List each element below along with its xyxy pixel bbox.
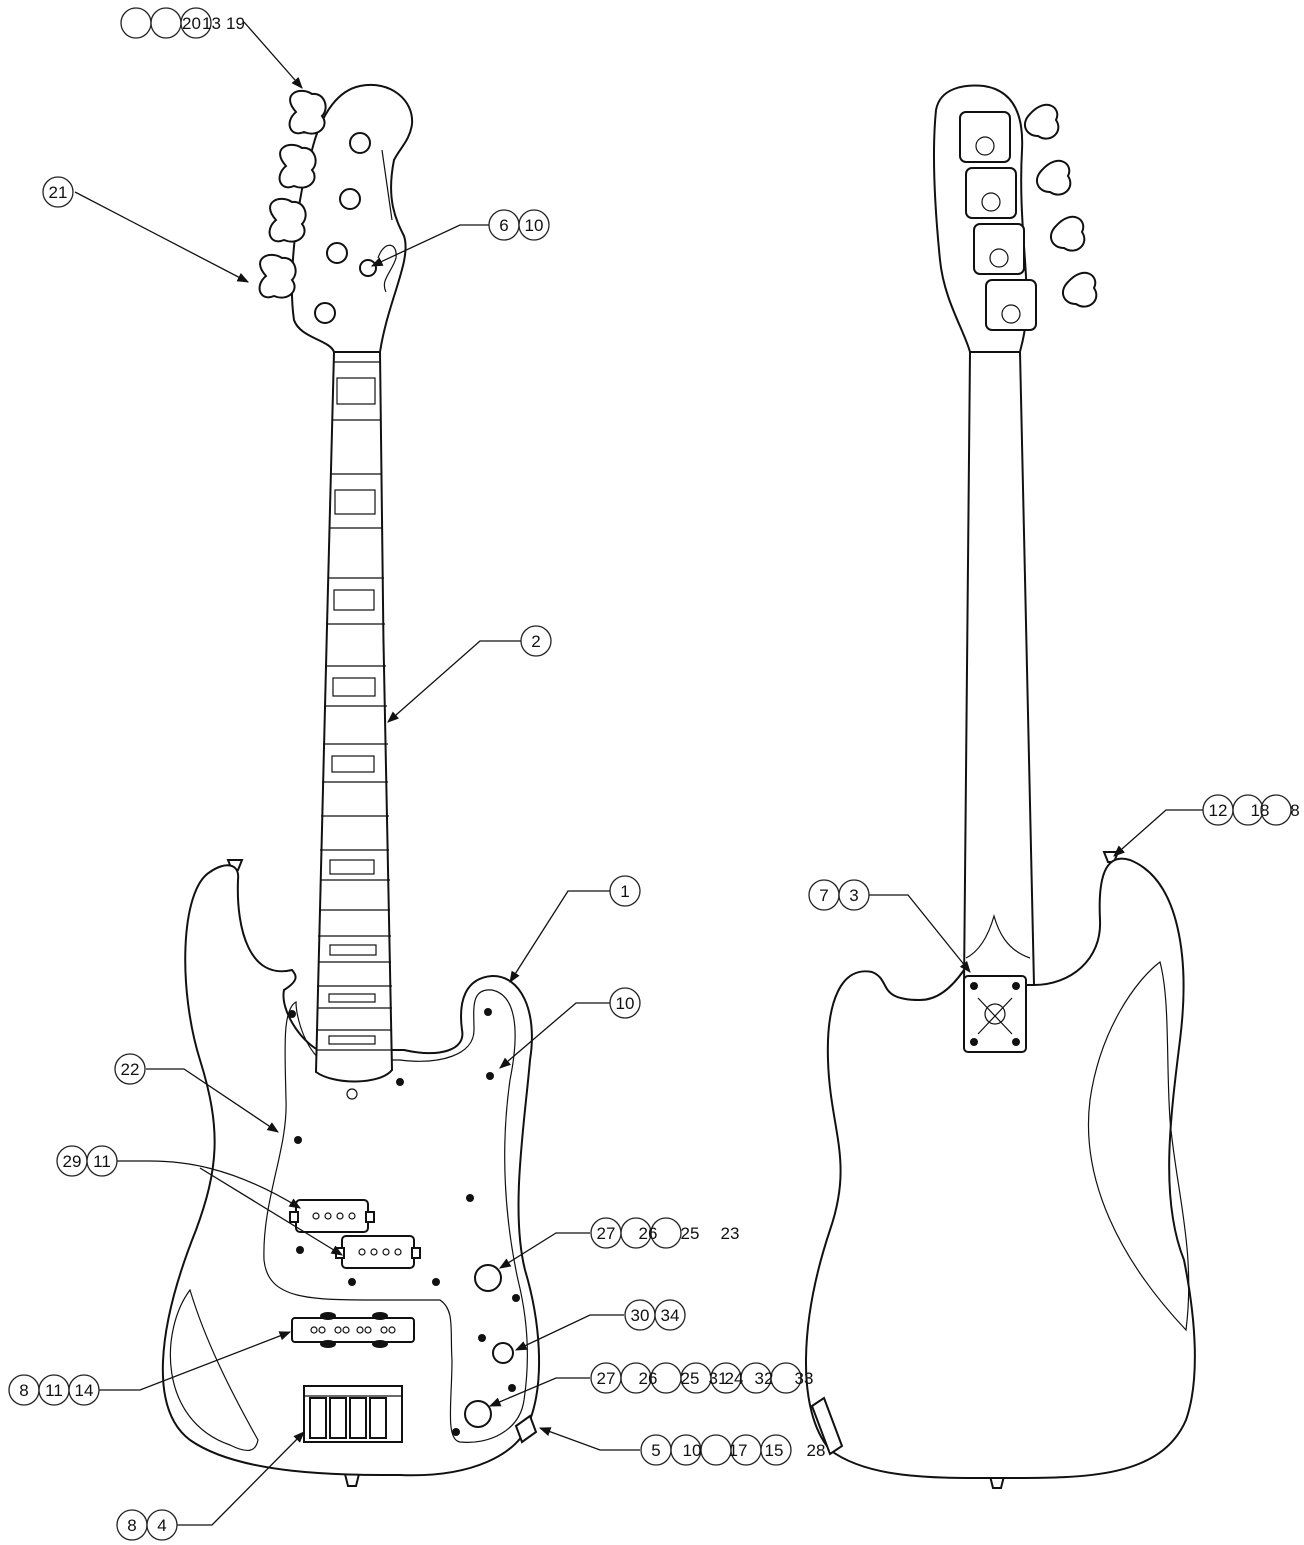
- callout-label: 7: [819, 886, 828, 905]
- callout-label: 3: [849, 886, 858, 905]
- callout-label: 4: [157, 1516, 166, 1535]
- callout-label: 6: [499, 216, 508, 235]
- callout-label: 29: [63, 1152, 82, 1171]
- callout-pickguard: 22: [114, 1053, 146, 1085]
- callout-label: 30: [631, 1306, 650, 1325]
- callout-label: 25: [681, 1369, 700, 1388]
- fret-lines: [316, 361, 392, 1051]
- callout-label: 1: [620, 882, 629, 901]
- callout-label: 27: [597, 1369, 616, 1388]
- callout-strap-back: 12 18 8: [1202, 794, 1300, 826]
- callout-label: 24: [725, 1369, 744, 1388]
- pickguard: [263, 989, 528, 1443]
- callout-label: 17: [729, 1441, 748, 1460]
- knob-lower: [464, 1400, 492, 1428]
- callout-label: 15: [765, 1441, 784, 1460]
- tuner-posts: [314, 132, 377, 324]
- callout-label: 31: [709, 1369, 728, 1388]
- callout-neck-plate: 7 3: [808, 879, 870, 911]
- fret-inlays: [328, 377, 377, 1045]
- callout-knob-upper: 27 26 25 23: [590, 1217, 740, 1249]
- callout-label: 5: [651, 1441, 660, 1460]
- callout-neck: 2: [520, 625, 552, 657]
- callout-tuner-left: 21: [42, 176, 74, 208]
- callout-label: 34: [661, 1306, 680, 1325]
- leader-lines: [74, 21, 1204, 1526]
- body-edge-inner: [169, 1288, 259, 1452]
- callout-label: 8: [19, 1381, 28, 1400]
- neck-heel-bolt: [346, 1088, 358, 1100]
- tuner-housings-back: [959, 111, 1037, 331]
- back-view: [805, 84, 1196, 1489]
- back-body-contour: [1087, 960, 1190, 1332]
- callout-label: 11: [45, 1381, 63, 1400]
- callout-label: 10: [525, 216, 544, 235]
- callout-body-front: 1: [609, 875, 641, 907]
- pickguard-screws: [288, 1008, 520, 1436]
- callout-label: 28: [807, 1441, 826, 1460]
- knob-upper: [474, 1264, 502, 1292]
- p-pickup-upper: [289, 1199, 375, 1233]
- callout-jack-nut: 30 34: [624, 1299, 686, 1331]
- callout-j-pickup: 8 11 14: [8, 1374, 100, 1406]
- callout-label: 12: [1209, 801, 1228, 820]
- jack-plate-back: [810, 1396, 844, 1456]
- back-body: [805, 857, 1196, 1480]
- callout-pickguard-screw: 10: [609, 987, 641, 1019]
- callout-label: 32: [755, 1369, 774, 1388]
- callout-p-pickup: 29 11: [56, 1145, 118, 1177]
- callout-label: 10: [616, 994, 635, 1013]
- callout-label: 33: [795, 1369, 814, 1388]
- callout-label: 2: [531, 632, 540, 651]
- callout-label: 13: [202, 14, 221, 33]
- bridge: [303, 1385, 403, 1443]
- callout-label: 21: [49, 183, 68, 202]
- j-pickup: [291, 1312, 415, 1348]
- callout-knob-lower: 27 26 25 31 24 32 33: [590, 1362, 814, 1394]
- callout-label: 14: [75, 1381, 94, 1400]
- callout-label: 8: [1290, 801, 1299, 820]
- callout-jack-plate: 5 10 17 15 28: [640, 1434, 826, 1466]
- callout-label: 19: [226, 14, 245, 33]
- jack-plate-front: [514, 1414, 538, 1444]
- tuner-keys-front: [258, 89, 327, 299]
- callout-label: 11: [93, 1152, 111, 1171]
- back-neck: [962, 351, 1036, 986]
- front-body: [161, 864, 541, 1477]
- callout-label: 18: [1251, 801, 1270, 820]
- callout-bridge: 8 4: [116, 1509, 178, 1541]
- neck-plate: [963, 975, 1027, 1053]
- front-view: [161, 83, 541, 1487]
- callout-label: 20: [182, 14, 201, 33]
- front-strap-button-bottom: [343, 1473, 361, 1487]
- callout-label: 10: [683, 1441, 702, 1460]
- callout-label: 25: [681, 1224, 700, 1243]
- callout-label: 27: [597, 1224, 616, 1243]
- front-neck: [314, 351, 394, 1083]
- callout-head-top: 20 13 19: [120, 7, 245, 39]
- callout-label: 26: [639, 1369, 658, 1388]
- callout-label: 8: [127, 1516, 136, 1535]
- p-pickup-lower: [335, 1235, 421, 1269]
- jack-nut: [492, 1342, 514, 1364]
- headstock-logo: [377, 149, 397, 293]
- callout-headstock-screw: 6 10: [488, 209, 550, 241]
- tuner-keys-back: [1023, 103, 1098, 308]
- back-neck-heel: [965, 913, 1031, 959]
- callout-label: 22: [121, 1060, 140, 1079]
- callout-label: 26: [639, 1224, 658, 1243]
- callout-label: 23: [721, 1224, 740, 1243]
